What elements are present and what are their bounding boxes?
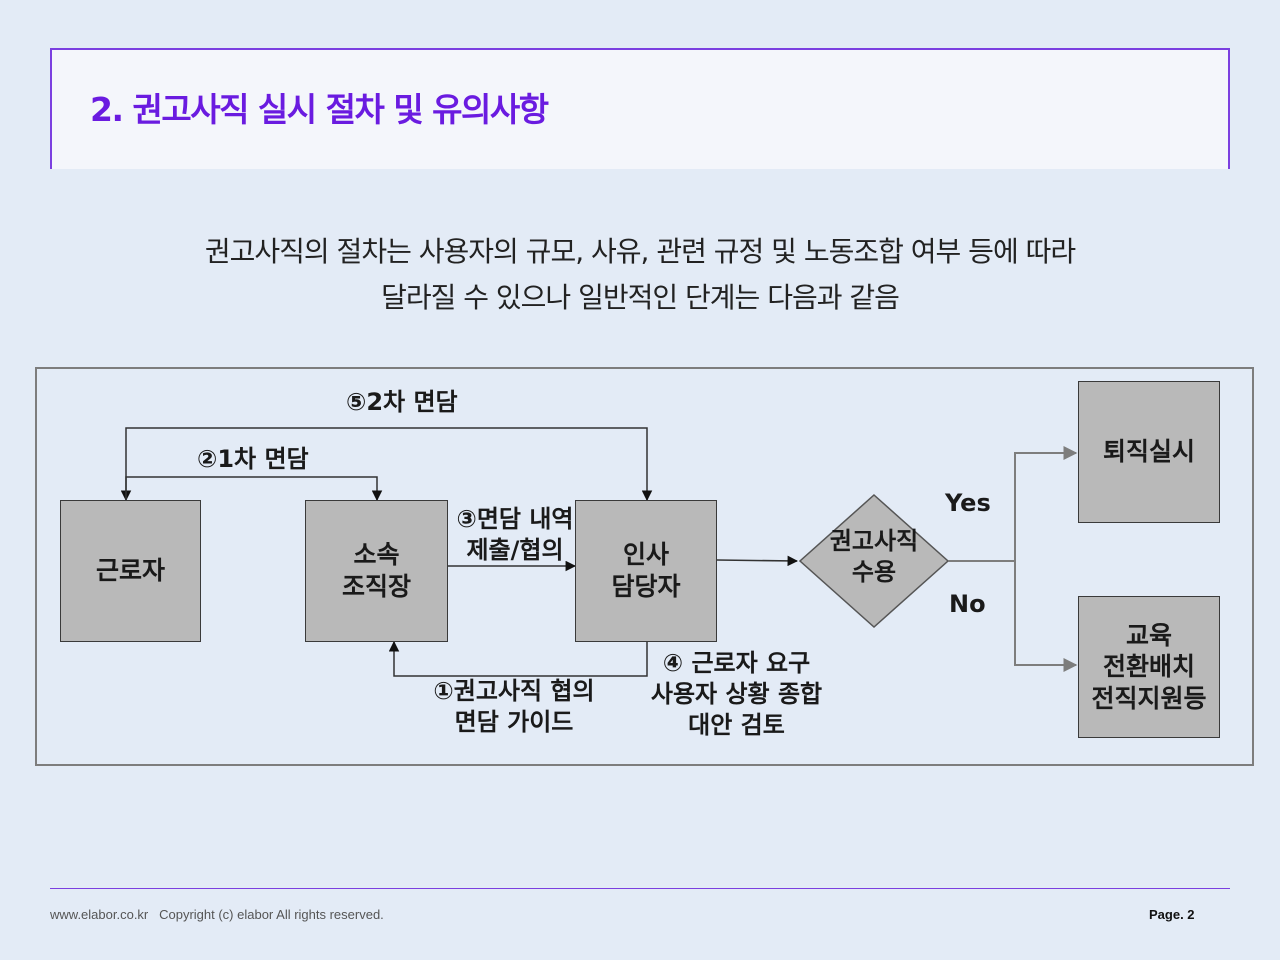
connector-step5 (120, 427, 653, 502)
decision-label: 권고사직 수용 (829, 527, 919, 587)
decision-diamond (798, 493, 950, 629)
process-diagram: 근로자 소속 조직장 인사 담당자 퇴직실시 교육 전환배치 전직지원등 권고사… (35, 367, 1254, 766)
page-title: 2. 권고사직 실시 절차 및 유의사항 (90, 90, 549, 129)
connector-to-decision (716, 555, 799, 567)
node-dept-manager: 소속 조직장 (305, 500, 448, 642)
title-box: 2. 권고사직 실시 절차 및 유의사항 (50, 48, 1230, 169)
label-step3: ③면담 내역 제출/협의 (456, 505, 574, 565)
node-alternative: 교육 전환배치 전직지원등 (1078, 596, 1220, 738)
label-step2: ②1차 면담 (197, 445, 309, 473)
page-number: Page. 2 (1149, 907, 1195, 922)
flow-connectors (120, 427, 1078, 677)
intro-line-2: 달라질 수 있으나 일반적인 단계는 다음과 같음 (381, 281, 900, 314)
node-worker: 근로자 (60, 500, 201, 642)
label-step5: ⑤2차 면담 (346, 388, 458, 416)
footer-divider (50, 888, 1230, 889)
label-step4: ④ 근로자 요구 사용자 상황 종합 대안 검토 (650, 649, 823, 740)
connector-no (1014, 561, 1078, 672)
intro-line-1: 권고사직의 절차는 사용자의 규모, 사유, 관련 규정 및 노동조합 여부 등… (204, 235, 1076, 268)
label-yes: Yes (945, 489, 991, 517)
connector-step1 (388, 640, 648, 677)
node-hr-manager: 인사 담당자 (575, 500, 717, 642)
connector-yes (1014, 446, 1078, 561)
connector-step2 (125, 476, 383, 502)
label-no: No (949, 590, 986, 618)
label-step1: ①권고사직 협의 면담 가이드 (433, 677, 595, 737)
node-retire: 퇴직실시 (1078, 381, 1220, 523)
footer-copyright: www.elabor.co.kr Copyright (c) elabor Al… (50, 907, 384, 922)
